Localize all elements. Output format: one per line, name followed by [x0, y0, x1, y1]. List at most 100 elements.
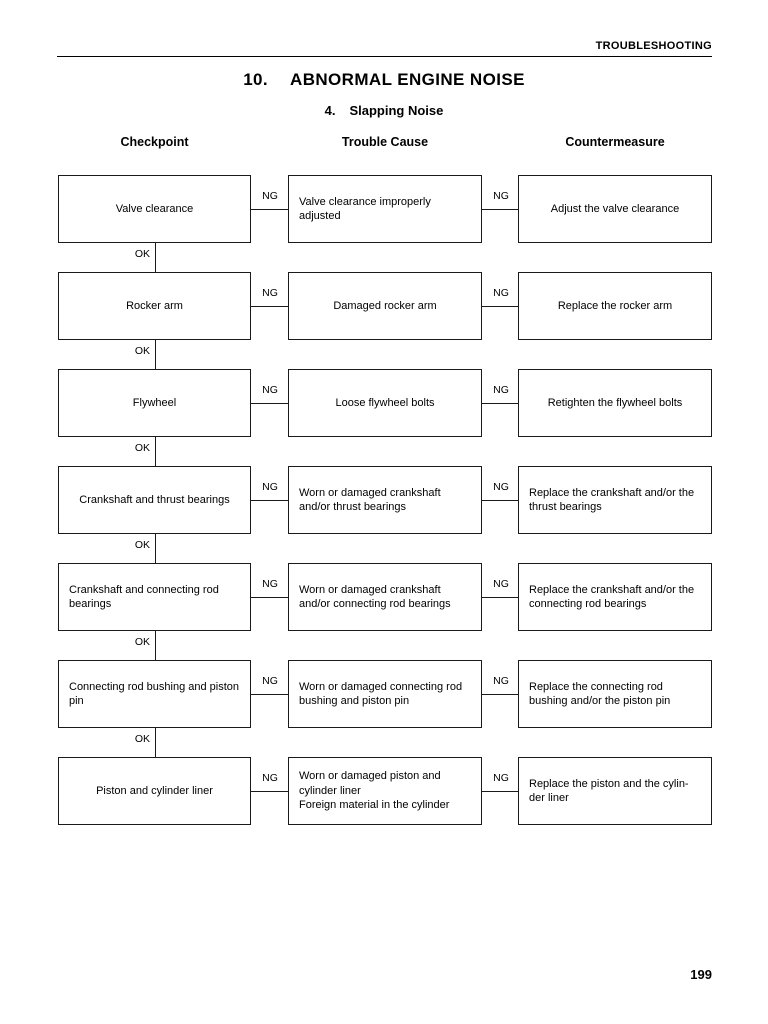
- ng-label: NG: [262, 481, 278, 493]
- countermeasure-box-text: Retighten the flywheel bolts: [547, 396, 683, 409]
- page-title-number: 10.: [243, 70, 269, 89]
- checkpoint-box: Connecting rod bushing and piston pin: [58, 660, 251, 728]
- column-heading-countermeasure: Countermeasure: [565, 135, 665, 149]
- countermeasure-box: Replace the crankshaft and/or the thrust…: [518, 466, 712, 534]
- ng-label: NG: [493, 675, 509, 687]
- ng-connector-checkpoint-to-cause: [251, 500, 288, 501]
- flow-row: Crankshaft and thrust bearings Worn or da…: [0, 466, 768, 534]
- ng-connector-cause-to-countermeasure: [482, 209, 518, 210]
- trouble-cause-box: Worn or damaged crankshaft and/or thrust…: [288, 466, 482, 534]
- column-heading-checkpoint: Checkpoint: [120, 135, 189, 149]
- page-title: 10. ABNORMAL ENGINE NOISE: [0, 70, 768, 90]
- checkpoint-box: Piston and cylinder liner: [58, 757, 251, 825]
- ng-connector-checkpoint-to-cause: [251, 306, 288, 307]
- flow-row: Piston and cylinder liner Worn or damaged…: [0, 757, 768, 825]
- ng-connector-checkpoint-to-cause: [251, 597, 288, 598]
- trouble-cause-box-text: Worn or damaged connecting rod bushing a…: [299, 680, 463, 708]
- ng-label: NG: [493, 384, 509, 396]
- flow-row: Rocker arm Damaged rocker arm Replace the …: [0, 272, 768, 340]
- page-subtitle-number: 4.: [324, 103, 336, 118]
- flow-row: Valve clearance Valve clearance improperl…: [0, 175, 768, 243]
- ng-label: NG: [262, 190, 278, 202]
- countermeasure-box-text: Replace the connecting rod bushing and/o…: [529, 680, 671, 708]
- ng-connector-cause-to-countermeasure: [482, 306, 518, 307]
- checkpoint-box-text: Connecting rod bushing and piston pin: [69, 680, 240, 708]
- page-subtitle-text: Slapping Noise: [349, 103, 444, 118]
- countermeasure-box-text: Replace the piston and the cylin-der lin…: [529, 777, 689, 805]
- trouble-cause-box-text: Worn or damaged crankshaft and/or connec…: [299, 583, 451, 611]
- ng-connector-cause-to-countermeasure: [482, 791, 518, 792]
- checkpoint-box-text: Rocker arm: [126, 299, 183, 312]
- ng-label: NG: [493, 772, 509, 784]
- ng-label: NG: [262, 772, 278, 784]
- ng-label: NG: [493, 287, 509, 299]
- ok-connector: [155, 243, 156, 272]
- countermeasure-box: Replace the crankshaft and/or the connec…: [518, 563, 712, 631]
- ok-connector: [155, 534, 156, 563]
- checkpoint-box-text: Crankshaft and thrust bearings: [79, 493, 230, 506]
- ok-label: OK: [134, 247, 150, 260]
- checkpoint-box-text: Valve clearance: [115, 202, 194, 215]
- checkpoint-box: Valve clearance: [58, 175, 251, 243]
- checkpoint-box-text: Flywheel: [132, 396, 177, 409]
- ng-connector-cause-to-countermeasure: [482, 694, 518, 695]
- trouble-cause-box: Worn or damaged connecting rod bushing a…: [288, 660, 482, 728]
- section-label: TROUBLESHOOTING: [595, 40, 712, 52]
- checkpoint-box: Flywheel: [58, 369, 251, 437]
- page-title-text: ABNORMAL ENGINE NOISE: [290, 70, 525, 89]
- ng-label: NG: [262, 675, 278, 687]
- countermeasure-box-text: Replace the rocker arm: [557, 299, 673, 312]
- countermeasure-box-text: Replace the crankshaft and/or the connec…: [529, 583, 695, 611]
- ng-connector-checkpoint-to-cause: [251, 209, 288, 210]
- trouble-cause-box: Worn or damaged piston and cylinder line…: [288, 757, 482, 825]
- countermeasure-box: Adjust the valve clearance: [518, 175, 712, 243]
- ng-connector-checkpoint-to-cause: [251, 791, 288, 792]
- ok-label: OK: [134, 635, 150, 648]
- ok-label: OK: [134, 344, 150, 357]
- countermeasure-box: Replace the piston and the cylin-der lin…: [518, 757, 712, 825]
- ng-label: NG: [493, 578, 509, 590]
- countermeasure-box: Replace the connecting rod bushing and/o…: [518, 660, 712, 728]
- checkpoint-box: Rocker arm: [58, 272, 251, 340]
- countermeasure-box-text: Replace the crankshaft and/or the thrust…: [529, 486, 695, 514]
- flow-row: Connecting rod bushing and piston pin Wor…: [0, 660, 768, 728]
- ng-connector-cause-to-countermeasure: [482, 500, 518, 501]
- trouble-cause-box: Loose flywheel bolts: [288, 369, 482, 437]
- ng-label: NG: [262, 384, 278, 396]
- ng-connector-checkpoint-to-cause: [251, 694, 288, 695]
- checkpoint-box: Crankshaft and connecting rod bearings: [58, 563, 251, 631]
- page-number: 199: [690, 967, 712, 982]
- trouble-cause-box-text: Worn or damaged crankshaft and/or thrust…: [299, 486, 441, 514]
- countermeasure-box-text: Adjust the valve clearance: [550, 202, 680, 215]
- column-heading-trouble-cause: Trouble Cause: [341, 135, 429, 149]
- trouble-cause-box-text: Damaged rocker arm: [333, 299, 437, 312]
- ng-connector-checkpoint-to-cause: [251, 403, 288, 404]
- trouble-cause-box: Damaged rocker arm: [288, 272, 482, 340]
- checkpoint-box: Crankshaft and thrust bearings: [58, 466, 251, 534]
- countermeasure-box: Replace the rocker arm: [518, 272, 712, 340]
- ok-connector: [155, 340, 156, 369]
- header-divider: [57, 56, 712, 57]
- ng-label: NG: [262, 287, 278, 299]
- ng-connector-cause-to-countermeasure: [482, 403, 518, 404]
- trouble-cause-box-text: Worn or damaged piston and cylinder line…: [299, 770, 450, 812]
- ok-label: OK: [134, 732, 150, 745]
- ng-label: NG: [493, 481, 509, 493]
- ok-connector: [155, 728, 156, 757]
- checkpoint-box-text: Piston and cylinder liner: [96, 784, 213, 797]
- page-header: TROUBLESHOOTING: [57, 40, 712, 57]
- ok-label: OK: [134, 441, 150, 454]
- ok-connector: [155, 437, 156, 466]
- flow-row: Flywheel Loose flywheel bolts Retighten th…: [0, 369, 768, 437]
- ng-connector-cause-to-countermeasure: [482, 597, 518, 598]
- trouble-cause-box-text: Loose flywheel bolts: [335, 396, 435, 409]
- ok-connector: [155, 631, 156, 660]
- checkpoint-box-text: Crankshaft and connecting rod bearings: [69, 583, 219, 611]
- page-subtitle: 4. Slapping Noise: [0, 103, 768, 118]
- flow-row: Crankshaft and connecting rod bearings Wo…: [0, 563, 768, 631]
- trouble-cause-box: Valve clearance improperly adjusted: [288, 175, 482, 243]
- countermeasure-box: Retighten the flywheel bolts: [518, 369, 712, 437]
- trouble-cause-box: Worn or damaged crankshaft and/or connec…: [288, 563, 482, 631]
- ng-label: NG: [262, 578, 278, 590]
